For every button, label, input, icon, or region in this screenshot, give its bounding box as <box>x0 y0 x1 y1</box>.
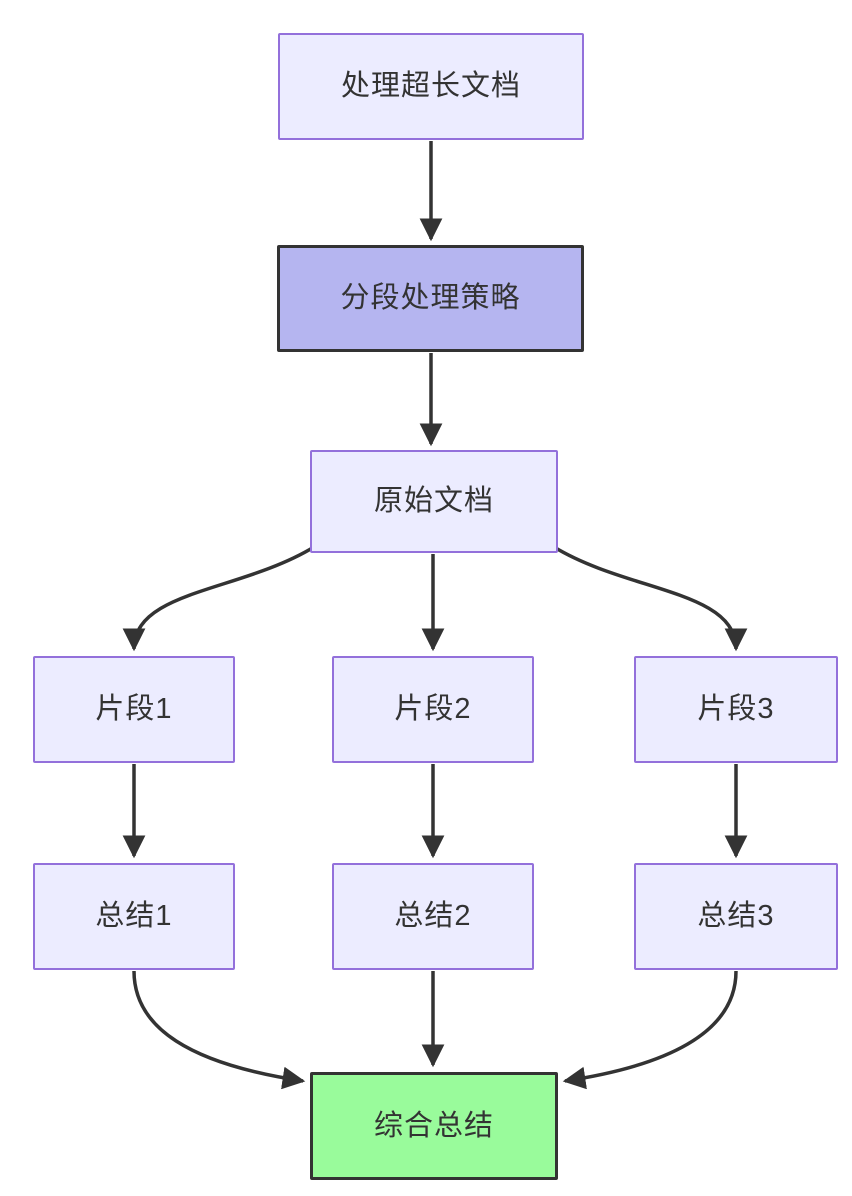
edge-E3-F <box>562 970 738 1090</box>
node-original-document: 原始文档 <box>310 450 558 553</box>
edge-E1-F <box>132 970 306 1090</box>
node-summary-2: 总结2 <box>332 863 534 970</box>
node-fragment-2: 片段2 <box>332 656 534 763</box>
node-process-long-document: 处理超长文档 <box>278 33 584 140</box>
node-label: 片段1 <box>95 693 173 726</box>
node-fragment-3: 片段3 <box>634 656 838 763</box>
node-label: 综合总结 <box>373 1109 494 1142</box>
node-combined-summary: 综合总结 <box>310 1072 558 1180</box>
node-label: 原始文档 <box>373 485 494 518</box>
node-label: 处理超长文档 <box>340 70 521 103</box>
node-fragment-1: 片段1 <box>33 656 235 763</box>
node-label: 总结3 <box>697 900 775 933</box>
node-label: 总结1 <box>95 900 173 933</box>
edge-C-D1 <box>122 545 315 652</box>
node-label: 总结2 <box>394 900 472 933</box>
edge-C-D3 <box>553 545 748 652</box>
node-segmentation-strategy: 分段处理策略 <box>277 245 584 352</box>
node-label: 分段处理策略 <box>340 282 521 315</box>
node-summary-3: 总结3 <box>634 863 838 970</box>
node-summary-1: 总结1 <box>33 863 235 970</box>
node-label: 片段3 <box>697 693 775 726</box>
node-label: 片段2 <box>394 693 472 726</box>
